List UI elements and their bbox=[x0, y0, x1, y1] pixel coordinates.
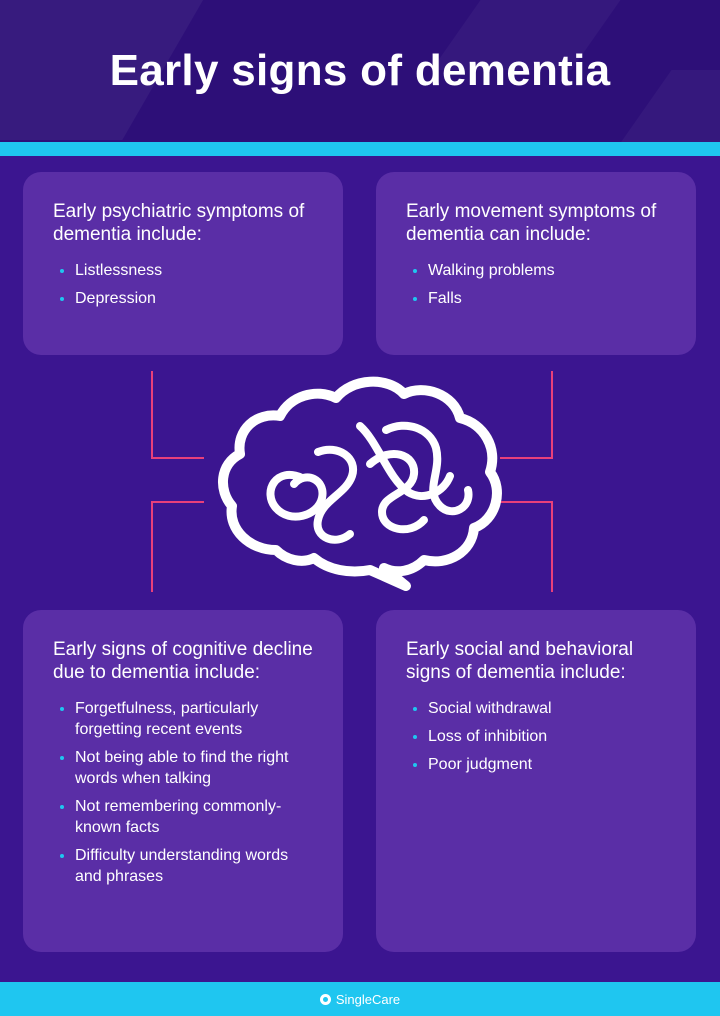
brand-name: SingleCare bbox=[335, 991, 401, 1007]
list-item: Not being able to find the right words w… bbox=[53, 747, 315, 789]
symptom-list: Walking problems Falls bbox=[406, 260, 668, 309]
symptom-list: Listlessness Depression bbox=[53, 260, 315, 309]
card-social: Early social and behavioral signs of dem… bbox=[376, 610, 696, 952]
singlecare-logo-icon bbox=[319, 993, 331, 1005]
brand-logo[interactable]: SingleCare bbox=[319, 991, 401, 1007]
card-heading: Early signs of cognitive decline due to … bbox=[53, 639, 313, 683]
card-cognitive: Early signs of cognitive decline due to … bbox=[23, 610, 343, 952]
list-item: Walking problems bbox=[406, 260, 668, 281]
connector-bottom-right bbox=[500, 501, 553, 592]
symptom-list: Social withdrawal Loss of inhibition Poo… bbox=[406, 698, 668, 775]
page-title: Early signs of dementia bbox=[109, 46, 611, 95]
connector-top-left bbox=[151, 371, 204, 459]
list-item: Poor judgment bbox=[406, 754, 668, 775]
list-item: Falls bbox=[406, 288, 668, 309]
connector-top-right bbox=[500, 371, 553, 459]
list-item: Not remembering commonly-known facts bbox=[53, 796, 315, 838]
footer: SingleCare bbox=[0, 982, 720, 1016]
accent-stripe bbox=[0, 142, 720, 156]
list-item: Social withdrawal bbox=[406, 698, 668, 719]
symptom-list: Forgetfulness, particularly forgetting r… bbox=[53, 698, 315, 887]
card-heading: Early movement symptoms of dementia can … bbox=[406, 201, 657, 245]
header: Early signs of dementia bbox=[0, 0, 720, 142]
list-item: Depression bbox=[53, 288, 315, 309]
connector-bottom-left bbox=[151, 501, 204, 592]
card-psychiatric: Early psychiatric symptoms of dementia i… bbox=[23, 172, 343, 355]
list-item: Listlessness bbox=[53, 260, 315, 281]
list-item: Loss of inhibition bbox=[406, 726, 668, 747]
card-heading: Early psychiatric symptoms of dementia i… bbox=[53, 201, 305, 245]
list-item: Difficulty understanding words and phras… bbox=[53, 845, 315, 887]
list-item: Forgetfulness, particularly forgetting r… bbox=[53, 698, 315, 740]
tangled-brain-icon bbox=[218, 376, 502, 591]
card-heading: Early social and behavioral signs of dem… bbox=[406, 639, 634, 683]
card-movement: Early movement symptoms of dementia can … bbox=[376, 172, 696, 355]
